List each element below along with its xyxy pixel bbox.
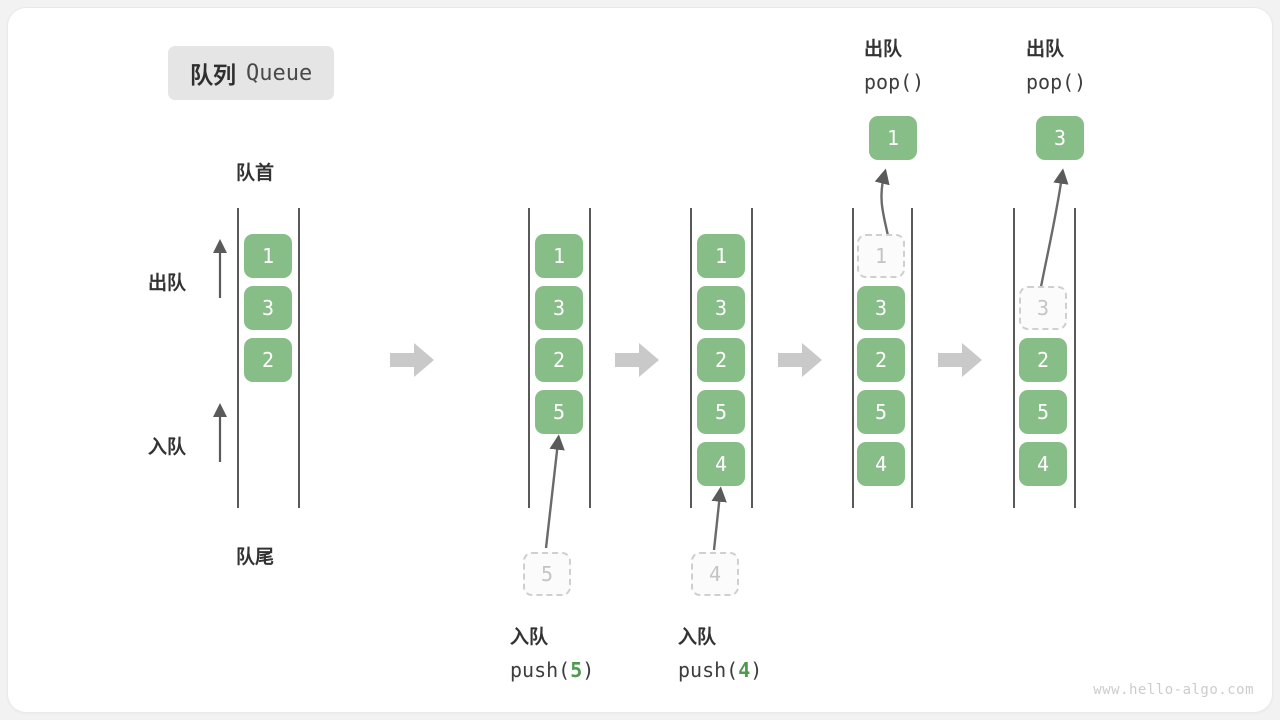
label-rear: 队尾 (236, 547, 275, 568)
stage1-cell-0: 1 (244, 234, 292, 278)
dequeue-direction-arrow (212, 238, 228, 298)
step-arrow-2 (615, 343, 659, 377)
stage3-cell-0: 1 (697, 234, 745, 278)
push-5-call-prefix: push( (510, 658, 571, 682)
stage2-cell-1: 3 (535, 286, 583, 330)
pop-3-result-cell: 3 (1036, 116, 1084, 160)
stage4-rail-left (852, 208, 854, 508)
stage2-cell-2: 2 (535, 338, 583, 382)
stage4-cell-0: 3 (857, 286, 905, 330)
pop-1-call: pop() (864, 70, 925, 94)
stage1-rail-right (298, 208, 300, 508)
push-5-call-value: 5 (570, 658, 583, 682)
stage2-rail-right (589, 208, 591, 508)
step-arrow-3 (778, 343, 822, 377)
push-4-label-cn: 入队 (678, 627, 717, 648)
stage4-cell-3: 4 (857, 442, 905, 486)
watermark: www.hello-algo.com (1093, 682, 1254, 698)
push-4-ghost-cell: 4 (691, 552, 739, 596)
pop-3-call: pop() (1026, 70, 1087, 94)
stage2-rail-left (528, 208, 530, 508)
push-4-call-prefix: push( (678, 658, 739, 682)
stage4-cell-2: 5 (857, 390, 905, 434)
step-arrow-4 (938, 343, 982, 377)
pop-1-label-cn: 出队 (864, 39, 903, 60)
label-front: 队首 (236, 163, 275, 184)
enqueue-direction-arrow (212, 402, 228, 462)
stage5-cell-2: 4 (1019, 442, 1067, 486)
stage2-cell-0: 1 (535, 234, 583, 278)
stage5-cell-1: 5 (1019, 390, 1067, 434)
stage4-ghost-cell: 1 (857, 234, 905, 278)
label-enqueue: 入队 (148, 437, 187, 458)
stage2-cell-3: 5 (535, 390, 583, 434)
stage5-cell-0: 2 (1019, 338, 1067, 382)
stage3-rail-left (690, 208, 692, 508)
pop-1-arrow (874, 168, 890, 237)
stage4-cell-1: 2 (857, 338, 905, 382)
push-5-arrow (544, 434, 565, 549)
push-5-ghost-cell: 5 (523, 552, 571, 596)
push-4-arrow (711, 486, 727, 551)
stage5-rail-left (1013, 208, 1015, 508)
push-4-call-value: 4 (738, 658, 751, 682)
title-badge: 队列 Queue (168, 46, 335, 100)
push-5-label-cn: 入队 (510, 627, 549, 648)
stage1-cell-1: 3 (244, 286, 292, 330)
stage5-ghost-cell: 3 (1019, 286, 1067, 330)
pop-3-arrow (1038, 168, 1069, 293)
pop-1-result-cell: 1 (869, 116, 917, 160)
stage1-cell-2: 2 (244, 338, 292, 382)
label-dequeue: 出队 (148, 273, 187, 294)
stage4-rail-right (911, 208, 913, 508)
push-5-call: push(5) (510, 658, 594, 682)
stage3-cell-2: 2 (697, 338, 745, 382)
stage5-rail-right (1074, 208, 1076, 508)
push-4-call: push(4) (678, 658, 762, 682)
push-4-call-close: ) (750, 658, 763, 682)
title-english: Queue (246, 60, 313, 86)
step-arrow-1 (390, 343, 434, 377)
stage1-rail-left (237, 208, 239, 508)
push-5-call-close: ) (582, 658, 595, 682)
stage3-cell-3: 5 (697, 390, 745, 434)
stage3-cell-4: 4 (697, 442, 745, 486)
stage3-cell-1: 3 (697, 286, 745, 330)
pop-3-label-cn: 出队 (1026, 39, 1065, 60)
stage3-rail-right (751, 208, 753, 508)
title-chinese: 队列 (190, 62, 236, 88)
